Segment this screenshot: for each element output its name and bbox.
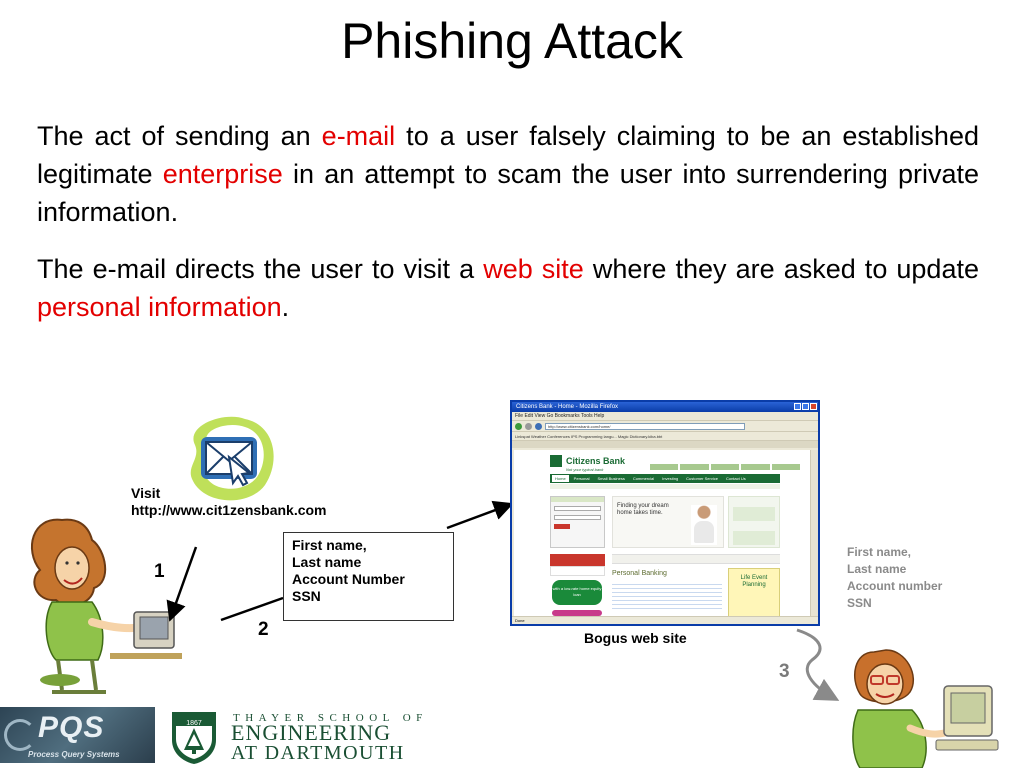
browser-menubar[interactable]: File Edit View Go Bookmarks Tools Help [515, 413, 605, 419]
bogus-website-caption: Bogus web site [584, 630, 687, 646]
victim-woman-illustration [31, 518, 182, 694]
arrow-step-1 [166, 546, 198, 622]
bogus-website-browser: Citizens Bank - Home - Mozilla Firefox F… [510, 400, 820, 626]
login-button[interactable] [554, 524, 570, 529]
bank-nav: Home Personal Small Business Commercial … [550, 474, 780, 483]
highlight-web-site: web site [483, 254, 584, 284]
highlight-email: e-mail [321, 121, 396, 151]
forward-icon[interactable] [525, 422, 532, 430]
step-1-number: 1 [154, 561, 165, 582]
browser-bookmarks-bar[interactable]: Linkspat Weather Conferences IPS Program… [512, 431, 818, 440]
bank-top-links [650, 464, 801, 470]
bank-apply-bar [612, 554, 780, 564]
arrow-step-2a [220, 596, 284, 622]
browser-toolbar: http://www.citizensbank.com/home/ [512, 420, 818, 431]
svg-text:1867: 1867 [186, 720, 202, 727]
browser-status-bar: Done [512, 616, 818, 624]
stolen-fields-list: First name, Last name Account number SSN [847, 545, 943, 610]
bank-nav-item[interactable]: Investing [662, 476, 679, 481]
definition-paragraph: The act of sending an e-mail to a user f… [37, 121, 979, 227]
hero-person-image [691, 505, 717, 545]
email-envelope-icon [190, 416, 274, 501]
bank-right-promo [728, 496, 780, 548]
close-icon[interactable] [810, 403, 817, 410]
citizens-bank-page: Citizens Bank Not your typical bank Home… [514, 450, 810, 618]
bank-nav-item[interactable]: Home [552, 475, 569, 482]
login-select[interactable] [554, 506, 601, 511]
pqs-logo: PQS Process Query Systems [0, 707, 155, 763]
browser-titlebar: Citizens Bank - Home - Mozilla Firefox [512, 402, 818, 412]
thayer-dartmouth-label: AT DARTMOUTH [231, 742, 405, 764]
pqs-swirl-icon [4, 719, 36, 751]
browser-scrollbar[interactable] [810, 450, 818, 616]
step-3-number: 3 [779, 661, 790, 682]
bank-login-box [550, 496, 605, 548]
slide-title: Phishing Attack [341, 13, 683, 69]
reload-icon[interactable] [535, 422, 542, 430]
maximize-icon[interactable] [802, 403, 809, 410]
thayer-engineering-label: ENGINEERING [231, 720, 392, 745]
login-field[interactable] [554, 515, 601, 520]
arrow-step-3 [796, 628, 840, 701]
bank-nav-item[interactable]: Commercial [632, 476, 655, 481]
step-2-number: 2 [258, 619, 269, 640]
browser-url-field[interactable]: http://www.citizensbank.com/home/ [545, 422, 745, 430]
bank-nav-item[interactable]: Small Business [597, 476, 625, 481]
bank-nav-item[interactable]: Personal [573, 476, 590, 481]
arrow-step-2b [446, 500, 514, 530]
requested-fields-box: First name, Last name Account Number SSN [283, 532, 454, 621]
visit-label: Visit http://www.cit1zensbank.com [131, 485, 327, 518]
bank-nav-item[interactable]: Customer Service [686, 476, 718, 481]
explanation-paragraph: The e-mail directs the user to visit a w… [37, 254, 979, 322]
bank-section-title: Personal Banking [612, 570, 667, 577]
browser-search-bar [512, 440, 818, 448]
phishing-url: http://www.cit1zensbank.com [131, 502, 327, 518]
bank-hero-banner: Finding your dream home takes time. [612, 496, 724, 548]
bank-logo-icon [550, 455, 562, 467]
highlight-enterprise: enterprise [162, 159, 283, 189]
thayer-school-label: THAYER SCHOOL OF [233, 712, 428, 724]
attacker-woman-illustration [852, 649, 999, 768]
bank-fraud-banner [550, 554, 605, 576]
bank-tagline: Not your typical bank [566, 467, 604, 472]
bank-logo-text: Citizens Bank [566, 456, 626, 466]
bank-life-event[interactable]: Life Event Planning [728, 568, 780, 618]
bank-equity-promo[interactable]: with a low-rate home equity loan [552, 580, 602, 605]
back-icon[interactable] [515, 422, 522, 430]
minimize-icon[interactable] [794, 403, 801, 410]
bank-link-list [612, 581, 722, 611]
bank-nav-item[interactable]: Contact Us [725, 476, 746, 481]
thayer-shield-icon: 1867 [172, 712, 216, 764]
highlight-personal-information: personal information [37, 292, 282, 322]
